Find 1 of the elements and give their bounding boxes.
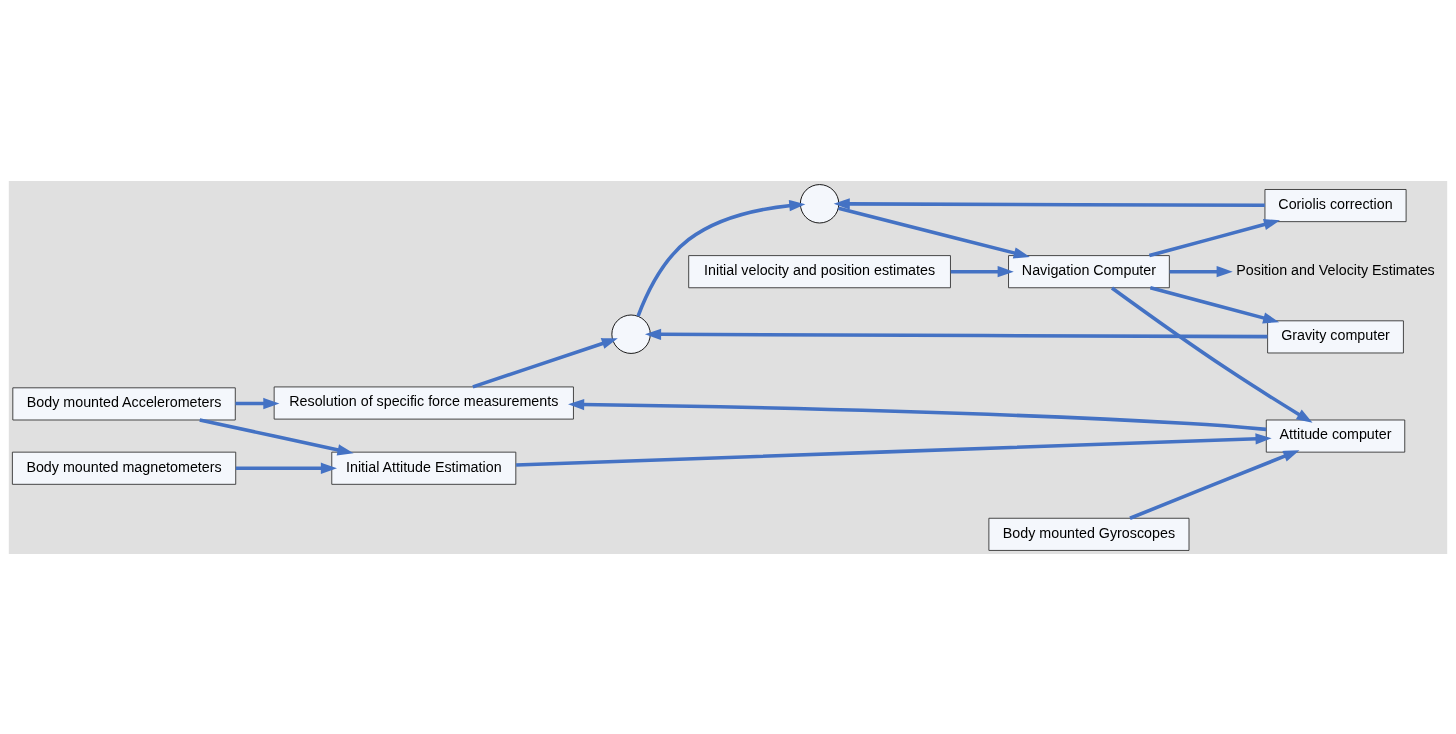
node-text: Position and Velocity Estimates [1236, 261, 1435, 278]
